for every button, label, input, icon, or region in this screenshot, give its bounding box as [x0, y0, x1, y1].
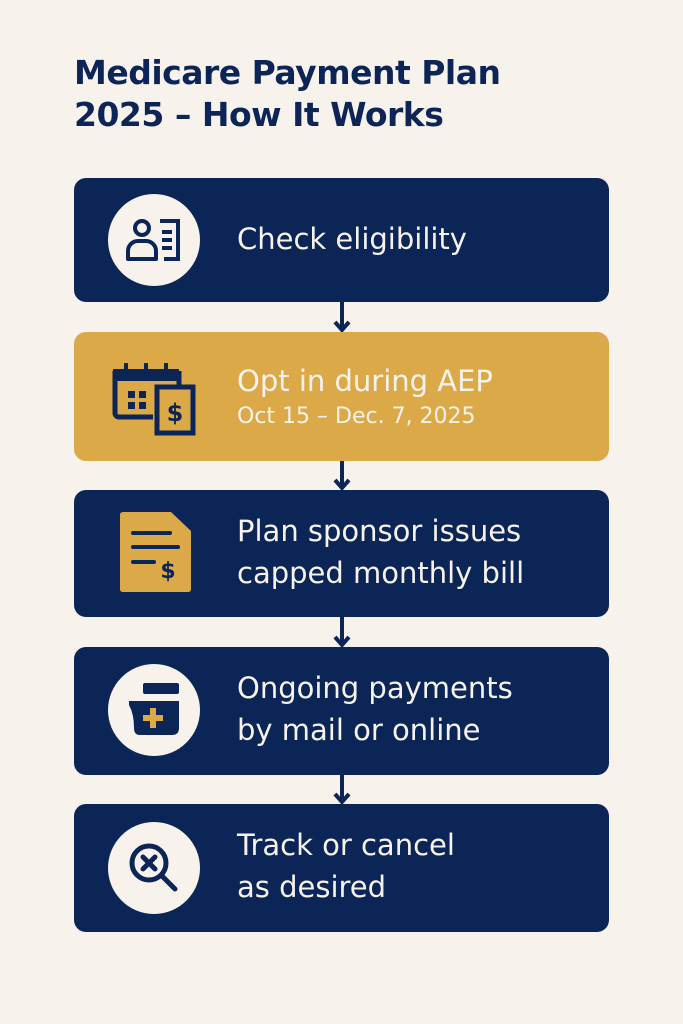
bill-dollar-icon: $: [108, 506, 200, 598]
step-label: Plan sponsor issues capped monthly bill: [237, 514, 525, 590]
search-cancel-icon: [108, 822, 200, 914]
svg-text:$: $: [160, 559, 175, 584]
title-line-2: 2025 – How It Works: [74, 95, 444, 134]
arrow-down-icon: [333, 461, 351, 492]
step-label: Check eligibility: [237, 222, 467, 256]
svg-text:$: $: [167, 399, 184, 427]
step-opt-in: $ Opt in during AEP Oct 15 – Dec. 7, 202…: [74, 332, 609, 461]
arrow-down-icon: [333, 302, 351, 334]
step-date-range: Oct 15 – Dec. 7, 2025: [237, 404, 476, 429]
page-title: Medicare Payment Plan 2025 – How It Work…: [74, 52, 501, 136]
step-track-or-cancel: Track or cancel as desired: [74, 804, 609, 932]
step-label: Opt in during AEP Oct 15 – Dec. 7, 2025: [237, 360, 493, 432]
step-plan-sponsor-bill: $ Plan sponsor issues capped monthly bil…: [74, 490, 609, 617]
step-label: Track or cancel as desired: [237, 828, 455, 904]
medical-kit-icon: [108, 664, 200, 756]
calendar-dollar-icon: $: [108, 350, 200, 442]
arrow-down-icon: [333, 775, 351, 806]
step-label: Ongoing payments by mail or online: [237, 671, 513, 747]
arrow-down-icon: [333, 617, 351, 649]
step-check-eligibility: Check eligibility: [74, 178, 609, 302]
step-ongoing-payments: Ongoing payments by mail or online: [74, 647, 609, 775]
title-line-1: Medicare Payment Plan: [74, 53, 501, 92]
id-card-icon: [108, 194, 200, 286]
